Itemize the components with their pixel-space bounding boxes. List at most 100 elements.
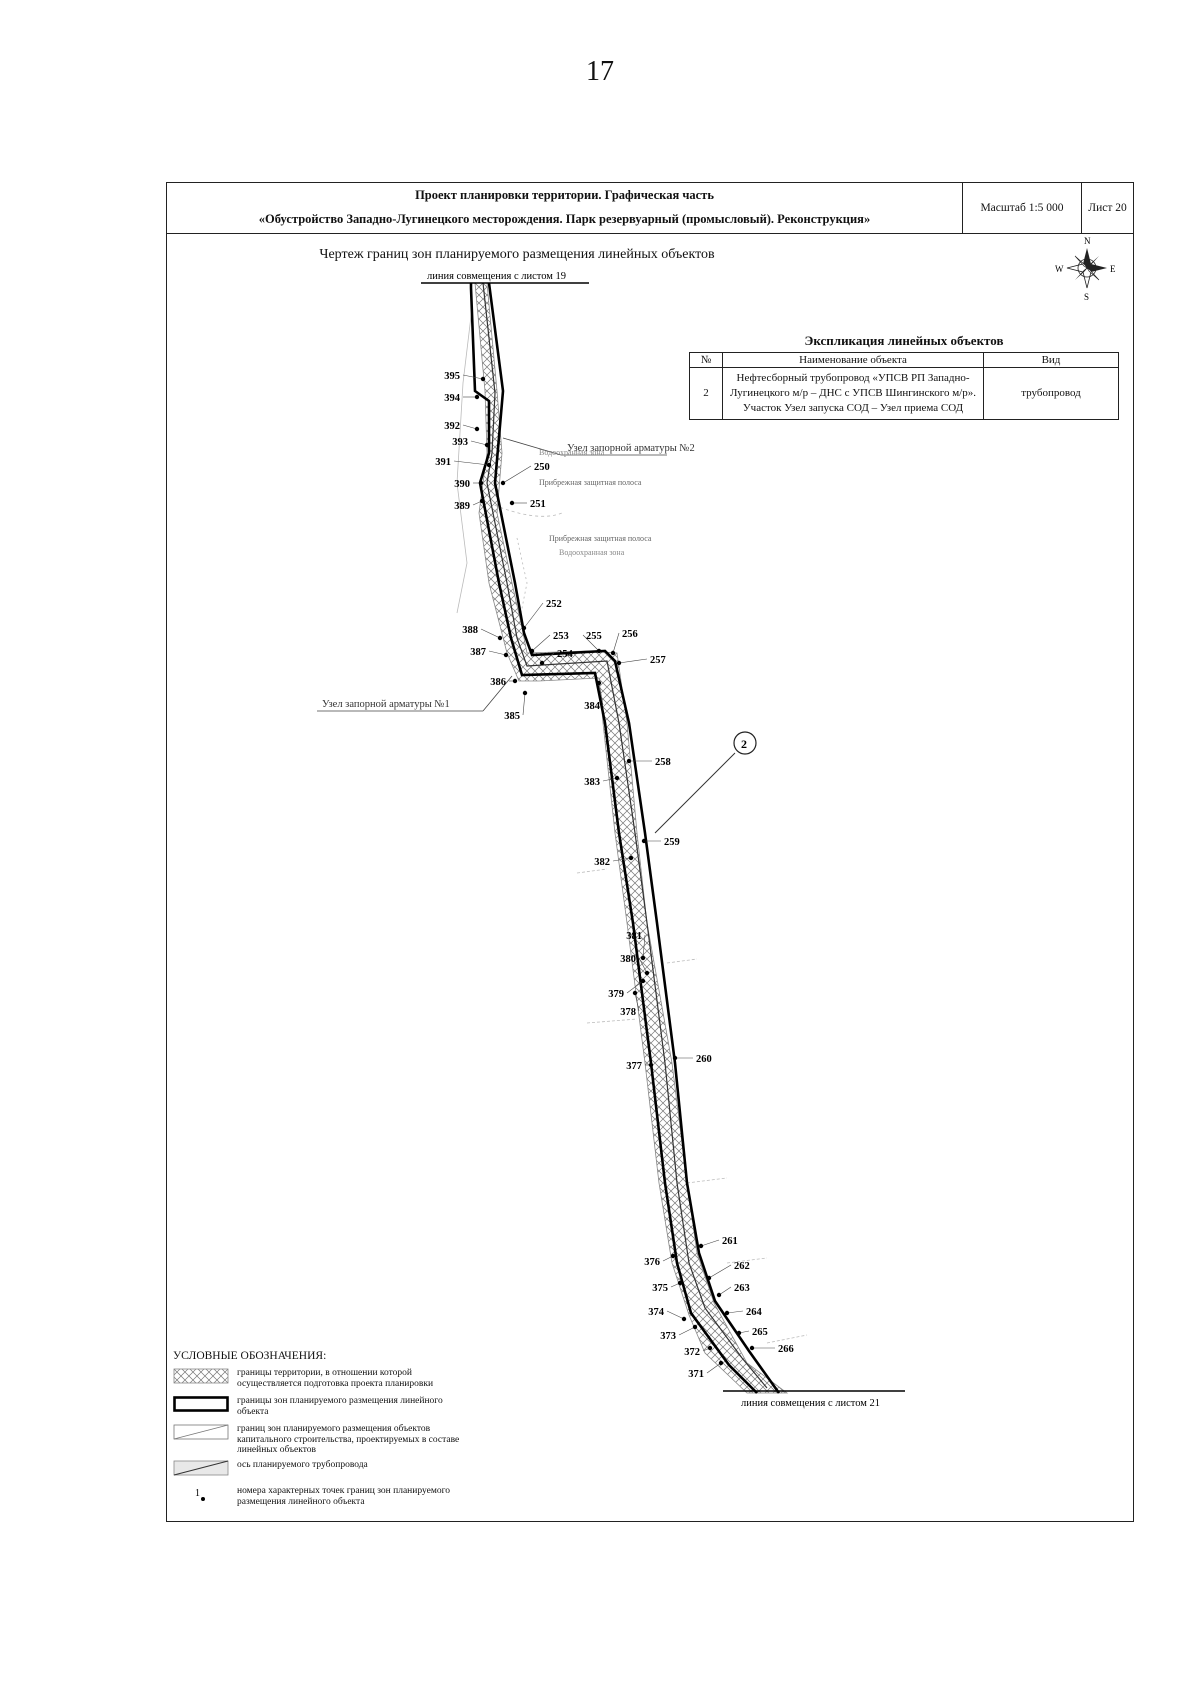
zone-boundary bbox=[469, 282, 781, 1394]
object-number-marker bbox=[733, 731, 757, 755]
row-type: трубопровод bbox=[983, 367, 1119, 420]
point-leader bbox=[626, 980, 644, 994]
object-number: 2 bbox=[741, 737, 747, 751]
point-label: 383 bbox=[584, 777, 600, 788]
zone-label-1: Прибрежная защитная полоса bbox=[539, 478, 642, 487]
point-label: 265 bbox=[752, 1327, 768, 1338]
point-marker bbox=[681, 1316, 687, 1322]
point-label: 371 bbox=[688, 1369, 704, 1380]
point-label: 257 bbox=[650, 655, 666, 666]
point-marker bbox=[503, 652, 509, 658]
legend-item-zone: границы зон планируемого размещения лине… bbox=[173, 1396, 463, 1417]
point-label: 384 bbox=[584, 701, 601, 712]
point-marker bbox=[474, 394, 480, 400]
left-point-labels: 3953943923933913903893883873863853843833… bbox=[435, 371, 724, 1380]
point-label: 250 bbox=[534, 462, 550, 473]
point-label: 376 bbox=[644, 1257, 660, 1268]
point-marker bbox=[614, 775, 620, 781]
point-leader bbox=[612, 632, 620, 654]
title-line-2: «Обустройство Западно-Лугинецкого местор… bbox=[258, 212, 871, 226]
zone-label-4: Водоохранная зона bbox=[559, 548, 625, 557]
point-label: 379 bbox=[608, 989, 624, 1000]
legend-item-axis: ось планируемого трубопровода bbox=[173, 1460, 463, 1476]
point-leader bbox=[502, 465, 532, 484]
point-marker bbox=[716, 1292, 722, 1298]
bold-border-symbol-icon bbox=[173, 1396, 229, 1412]
title-block: Проект планировки территории. Графическа… bbox=[167, 183, 1133, 234]
point-marker bbox=[596, 648, 602, 654]
callout-valve-node-2: Узел запорной арматуры №2 bbox=[567, 443, 695, 454]
explication-title: Экспликация линейных объектов bbox=[804, 333, 1004, 348]
point-label: 394 bbox=[444, 393, 461, 404]
point-marker bbox=[628, 855, 634, 861]
point-label: 380 bbox=[620, 954, 636, 965]
point-leader bbox=[718, 1286, 732, 1296]
point-marker bbox=[509, 500, 515, 506]
point-label: 262 bbox=[734, 1261, 750, 1272]
point-leader bbox=[582, 634, 600, 652]
point-label: 388 bbox=[462, 625, 478, 636]
point-label: 259 bbox=[664, 837, 680, 848]
point-leader bbox=[706, 1362, 722, 1374]
point-label: 372 bbox=[684, 1347, 700, 1358]
north-arrow-icon: N S E W bbox=[1055, 236, 1116, 302]
point-marker bbox=[479, 498, 485, 504]
point-label: 263 bbox=[734, 1283, 750, 1294]
point-marker bbox=[644, 970, 650, 976]
point-leader bbox=[522, 692, 526, 716]
point-label: 390 bbox=[454, 479, 470, 490]
drawing-sheet: Проект планировки территории. Графическа… bbox=[166, 182, 1134, 1522]
point-leader bbox=[708, 1264, 732, 1279]
point-leader bbox=[612, 857, 632, 862]
point-marker bbox=[632, 990, 638, 996]
point-label: 395 bbox=[444, 371, 460, 382]
drawing-title: Чертеж границ зон планируемого размещени… bbox=[319, 247, 715, 262]
point-leader bbox=[462, 424, 478, 430]
point-symbol-icon: 1 bbox=[195, 1488, 205, 1501]
axis-symbol-icon bbox=[173, 1460, 229, 1476]
point-label: 391 bbox=[435, 457, 451, 468]
point-marker bbox=[474, 426, 480, 432]
point-leader bbox=[488, 650, 507, 656]
col-num: № bbox=[689, 352, 723, 368]
legend-title: УСЛОВНЫЕ ОБОЗНАЧЕНИЯ: bbox=[173, 1350, 327, 1362]
point-marker bbox=[610, 650, 616, 656]
point-marker bbox=[539, 660, 545, 666]
point-leader bbox=[470, 440, 488, 446]
point-label: 251 bbox=[530, 499, 546, 510]
point-leader bbox=[462, 374, 484, 380]
point-label: 252 bbox=[546, 599, 562, 610]
row-num: 2 bbox=[689, 367, 723, 420]
point-leader bbox=[700, 1239, 720, 1247]
point-marker bbox=[626, 758, 632, 764]
point-marker bbox=[640, 978, 646, 984]
point-symbol-label: 1 bbox=[195, 1488, 200, 1499]
point-leader bbox=[726, 1310, 744, 1314]
point-marker bbox=[706, 1275, 712, 1281]
title-main: Проект планировки территории. Графическа… bbox=[167, 183, 963, 233]
compass-e: E bbox=[1110, 264, 1116, 274]
point-marker bbox=[484, 442, 490, 448]
point-label: 385 bbox=[504, 711, 520, 722]
point-label: 374 bbox=[648, 1307, 665, 1318]
point-label: 381 bbox=[626, 931, 642, 942]
bottom-match-line-label: линия совмещения с листом 21 bbox=[741, 1398, 880, 1409]
terrain-features bbox=[456, 307, 808, 1344]
compass-w: W bbox=[1055, 264, 1064, 274]
point-leader bbox=[634, 992, 640, 1012]
point-marker bbox=[596, 680, 602, 686]
point-label: 378 bbox=[620, 1007, 636, 1018]
point-marker bbox=[486, 462, 492, 468]
zone-label-2: Прибрежная защитная полоса bbox=[549, 534, 652, 543]
point-label: 258 bbox=[655, 757, 671, 768]
explication-table: № Наименование объекта Вид 2 Нефтесборны… bbox=[689, 352, 1119, 420]
legend: УСЛОВНЫЕ ОБОЗНАЧЕНИЯ: границы территории… bbox=[167, 1348, 468, 1523]
point-marker bbox=[616, 660, 622, 666]
point-marker bbox=[522, 690, 528, 696]
point-label: 393 bbox=[452, 437, 468, 448]
point-marker bbox=[724, 1310, 730, 1316]
point-leader bbox=[678, 1326, 696, 1336]
point-leader bbox=[642, 934, 646, 959]
point-marker bbox=[677, 1280, 683, 1286]
